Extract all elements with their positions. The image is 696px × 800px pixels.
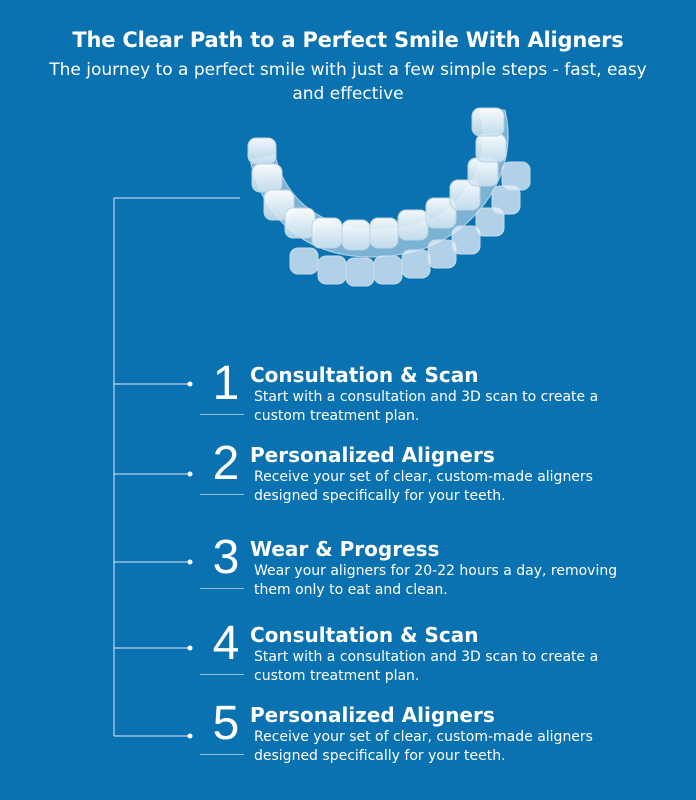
step-description: Start with a consultation and 3D scan to…: [254, 389, 599, 424]
step-description: Receive your set of clear, custom-made a…: [254, 469, 593, 504]
step-underline: [200, 588, 244, 589]
page-subtitle: The journey to a perfect smile with just…: [49, 60, 647, 104]
step-description: Receive your set of clear, custom-made a…: [254, 729, 593, 764]
step-number: 1: [212, 357, 240, 410]
step-title: Personalized Aligners: [250, 703, 495, 727]
step-underline: [200, 674, 244, 675]
step-title: Wear & Progress: [250, 537, 440, 561]
page-title: The Clear Path to a Perfect Smile With A…: [72, 28, 624, 52]
timeline-dot: [187, 733, 193, 739]
lower-arch: [289, 161, 531, 287]
timeline-dot: [187, 471, 193, 477]
header: The Clear Path to a Perfect Smile With A…: [0, 26, 696, 106]
timeline-dot: [187, 381, 193, 387]
step-underline: [200, 414, 244, 415]
timeline-dot: [187, 645, 193, 651]
step-number: 5: [212, 697, 240, 750]
step-title: Consultation & Scan: [250, 363, 479, 387]
step-number: 4: [212, 617, 240, 670]
step-number: 2: [212, 437, 240, 490]
aligner-illustration: [247, 107, 531, 287]
step-description: Start with a consultation and 3D scan to…: [254, 649, 599, 684]
step-underline: [200, 754, 244, 755]
aligner-teeth: [247, 107, 507, 251]
step-underline: [200, 494, 244, 495]
step-description: Wear your aligners for 20-22 hours a day…: [254, 563, 618, 598]
step-title: Personalized Aligners: [250, 443, 495, 467]
step-number: 3: [212, 531, 240, 584]
timeline-dot: [187, 559, 193, 565]
step-title: Consultation & Scan: [250, 623, 479, 647]
